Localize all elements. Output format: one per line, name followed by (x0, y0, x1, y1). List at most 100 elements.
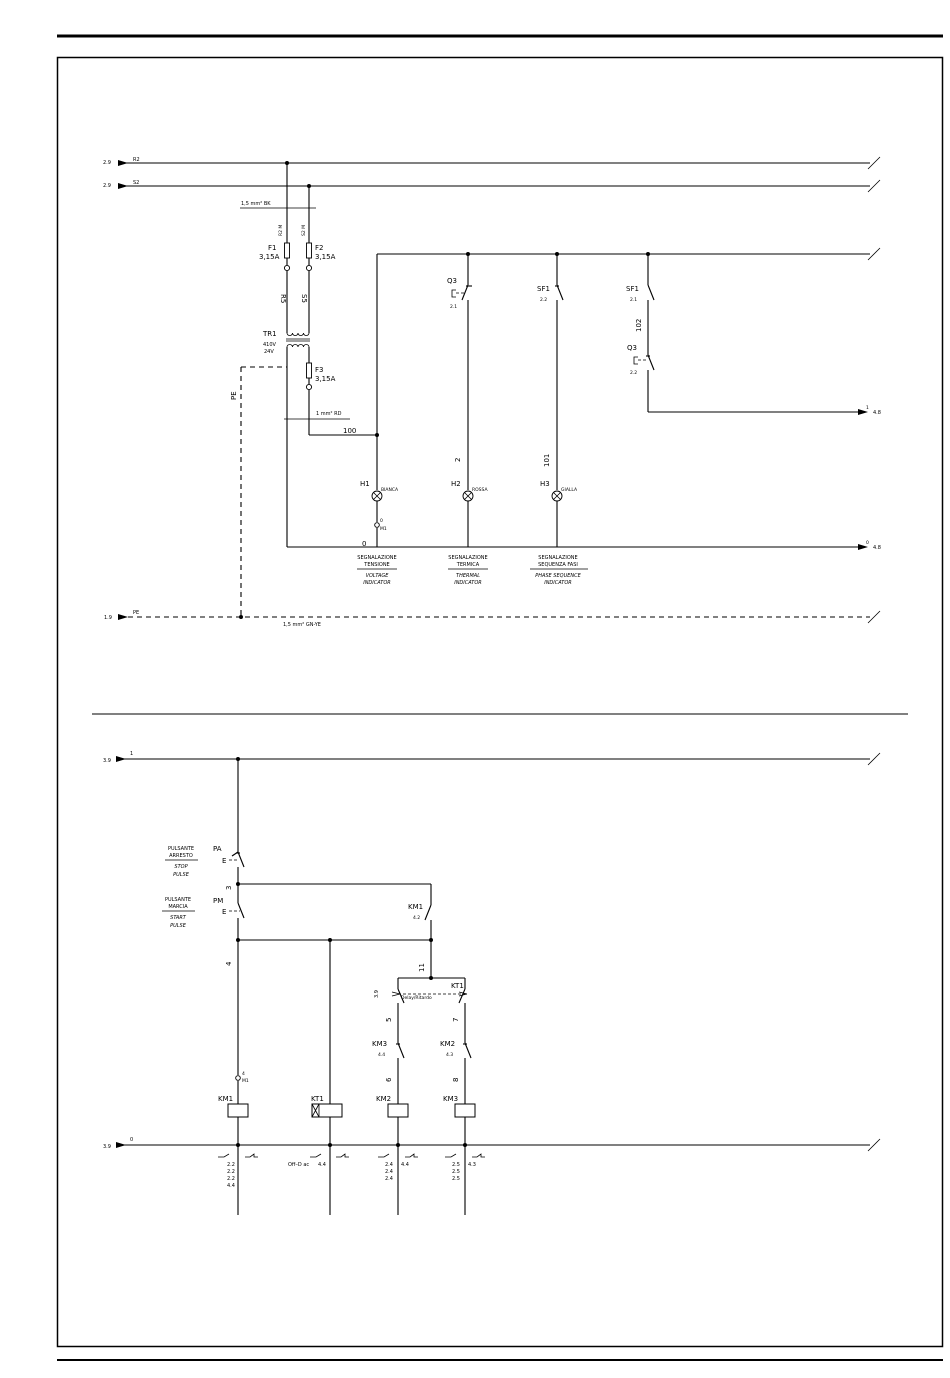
tr1-primary: 410V (263, 342, 277, 348)
svg-text:TENSIONE: TENSIONE (363, 562, 389, 568)
arrow-out-1-icon (858, 409, 868, 415)
svg-text:2.5: 2.5 (452, 1169, 460, 1175)
pa-label: PA (213, 845, 222, 853)
coil-km1-icon (227, 1103, 249, 1118)
km3-coil-label: KM3 (443, 1095, 458, 1103)
m1a-terminal: 0 (380, 518, 383, 524)
sf1a-label: SF1 (537, 285, 550, 293)
wire-2: 2 (454, 458, 462, 462)
kt1-note: Delay/Ritardo (401, 995, 432, 1001)
km3c-label: KM3 (372, 1040, 387, 1048)
wire-4: 4 (225, 961, 233, 966)
tr1-secondary: 24V (264, 349, 274, 355)
kt1-coil-label: KT1 (311, 1095, 324, 1103)
f2-terminal: S2 M (301, 225, 307, 236)
svg-text:SEGNALAZIONE: SEGNALAZIONE (538, 555, 577, 561)
caption-stop: PULSANTE ARRESTO STOP PULSE (165, 846, 198, 878)
f2-value: 3,15A (315, 253, 336, 261)
svg-text:2.4: 2.4 (385, 1176, 393, 1182)
lamp-h2-icon (462, 490, 474, 502)
svg-text:2.4: 2.4 (385, 1162, 393, 1168)
ref-out0: 4.8 (873, 545, 881, 551)
wire-3: 3 (225, 886, 233, 890)
km1-coil-label: KM1 (218, 1095, 233, 1103)
tr1-label: TR1 (262, 330, 277, 338)
svg-text:SEQUENZA FASI: SEQUENZA FASI (538, 562, 578, 568)
wire-pe-vertical: PE (230, 391, 238, 400)
h2-label: H2 (451, 480, 461, 488)
svg-text:PULSE: PULSE (170, 923, 187, 929)
wire-s2: S2 (133, 180, 139, 186)
wire-bk: 1,5 mm² BK (241, 201, 271, 207)
svg-text:2.2: 2.2 (227, 1169, 235, 1175)
fuse-f1-icon (284, 242, 290, 259)
wire-11: 11 (418, 963, 426, 972)
svg-text:2.2: 2.2 (227, 1162, 235, 1168)
svg-text:THERMAL: THERMAL (456, 573, 480, 579)
arrow-out-0-icon (858, 544, 868, 550)
svg-text:ARRESTO: ARRESTO (169, 853, 193, 859)
km2-xref: 2.4 2.4 2.4 4.4 (385, 1162, 409, 1182)
wire-101: 101 (543, 454, 551, 467)
svg-text:SEGNALAZIONE: SEGNALAZIONE (357, 555, 396, 561)
svg-text:Off–D ac: Off–D ac (288, 1162, 309, 1168)
wire-0: 0 (362, 540, 366, 548)
km3-xref: 2.5 2.5 2.5 4.3 (452, 1162, 476, 1182)
svg-text:4.4: 4.4 (401, 1162, 409, 1168)
f1-label: F1 (268, 244, 276, 252)
svg-text:PHASE SEQUENCE: PHASE SEQUENCE (535, 573, 581, 579)
kt1-side: 3.9 (374, 990, 380, 998)
svg-text:MARCIA: MARCIA (168, 904, 188, 910)
wire-7: 7 (452, 1018, 460, 1022)
fuse-f3-icon (306, 362, 312, 379)
svg-text:2.5: 2.5 (452, 1176, 460, 1182)
q3a-label: Q3 (447, 277, 457, 285)
wire-rd: 1 mm² RD (316, 411, 342, 417)
svg-text:2.5: 2.5 (452, 1162, 460, 1168)
coil-kt1-icon (311, 1103, 343, 1118)
km1c-ref: 4.2 (413, 915, 420, 921)
km2c-ref: 4.3 (446, 1052, 453, 1058)
wire-100: 100 (343, 427, 356, 435)
svg-text:INDICATOR: INDICATOR (363, 580, 391, 586)
e2-label: E (222, 908, 226, 916)
wire-102: 102 (635, 319, 643, 332)
m1b-terminal: 4 (242, 1071, 245, 1077)
m1b-label: M1 (242, 1078, 249, 1084)
wire-5: 5 (385, 1018, 393, 1022)
h3-color: GIALLA (561, 487, 578, 493)
ref-out1: 4.8 (873, 410, 881, 416)
coil-km2-icon (387, 1103, 409, 1118)
f3-value: 3,15A (315, 375, 336, 383)
svg-text:STOP: STOP (174, 864, 187, 870)
wire-1-top: 1 (866, 405, 869, 411)
km1c-label: KM1 (408, 903, 423, 911)
wire-8: 8 (452, 1078, 460, 1082)
m1a-label: M1 (380, 526, 387, 532)
svg-text:4.4: 4.4 (318, 1162, 326, 1168)
wire-r2: R2 (133, 157, 140, 163)
svg-text:TERMICA: TERMICA (456, 562, 480, 568)
f2-label: F2 (315, 244, 323, 252)
svg-text:VOLTAGE: VOLTAGE (366, 573, 390, 579)
fuse-f2-icon (306, 242, 312, 259)
q3a-ref: 2.1 (450, 304, 457, 310)
kt1-label: KT1 (451, 982, 464, 990)
arrow-pe-icon (118, 614, 128, 620)
ref-s2: 2.9 (103, 183, 111, 189)
svg-text:PULSE: PULSE (173, 872, 190, 878)
sf1b-label: SF1 (626, 285, 639, 293)
wire-6: 6 (385, 1077, 393, 1082)
svg-text:SEGNALAZIONE: SEGNALAZIONE (448, 555, 487, 561)
xref-symbols (218, 1153, 485, 1158)
e1-label: E (222, 857, 226, 865)
svg-text:INDICATOR: INDICATOR (454, 580, 482, 586)
wire-r5: R5 (279, 294, 287, 303)
h2-color: ROSSA (472, 487, 488, 493)
pm-label: PM (213, 897, 223, 905)
wire-b0: 0 (130, 1137, 133, 1143)
lamp-h1-icon (371, 490, 383, 502)
sf1a-ref: 2.2 (540, 297, 547, 303)
transformer-tr1-icon (286, 332, 310, 348)
